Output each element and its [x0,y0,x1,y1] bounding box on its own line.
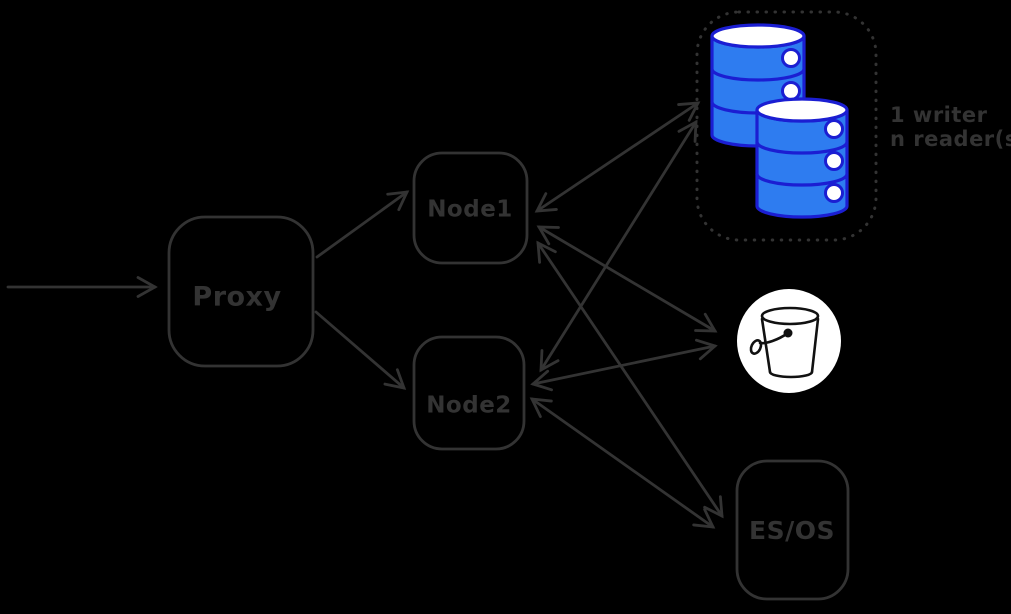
proxy-node: Proxy [167,215,315,368]
arrow-node1-bucket [536,225,718,333]
db-note-line1: 1 writer [890,103,988,127]
arrow-node2-db [539,119,698,373]
node1-label: Node1 [427,197,513,223]
bucket-icon [737,289,841,393]
proxy-box [167,215,315,368]
node1-node: Node1 [412,151,529,265]
arrow-proxy-to-node1 [315,190,410,259]
arrow-node2-bucket [530,338,718,392]
db-cluster-note: 1 writer n reader(s) [890,103,1011,151]
arrow-node2-esos [529,397,716,529]
esos-node: ES/OS [735,459,850,601]
node2-box [412,335,526,451]
bucket-handle-dot [783,328,793,338]
node1-box [412,151,529,265]
node2-node: Node2 [412,335,526,451]
esos-label: ES/OS [749,516,835,545]
esos-box [735,459,850,601]
node2-label: Node2 [426,393,512,419]
arrow-node1-esos [536,240,724,519]
database-cylinder-front-icon [755,97,849,219]
db-note-line2: n reader(s) [890,127,1011,151]
db-cluster-group [695,10,878,242]
arrow-proxy-to-node2 [314,310,407,390]
proxy-label: Proxy [192,282,281,313]
db-cluster-dashed-box [695,10,878,242]
edges [6,101,724,529]
